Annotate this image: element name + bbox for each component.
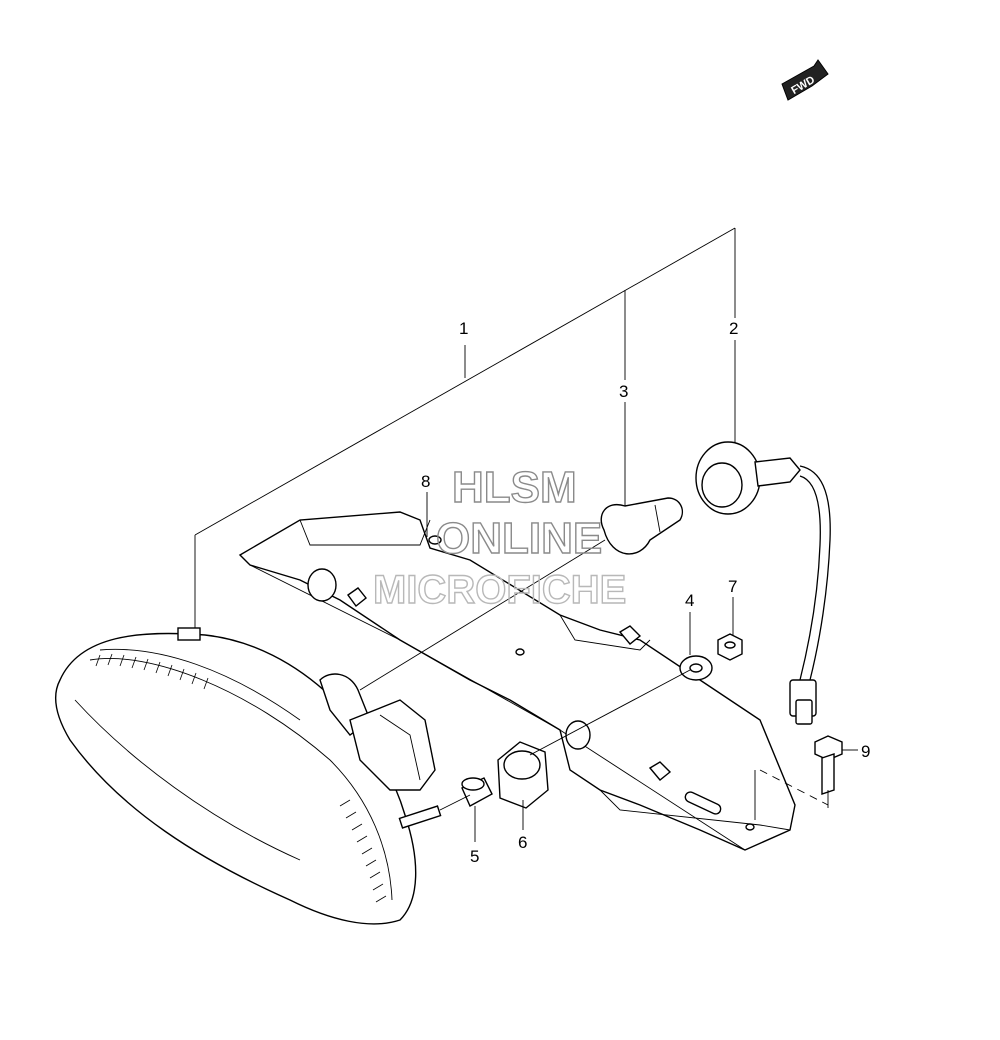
fwd-arrow-icon: FWD <box>781 59 829 101</box>
bolt <box>814 735 843 795</box>
taillight-assembly <box>55 627 442 925</box>
callout-7: 7 <box>728 577 737 596</box>
watermark-line2: ONLINE <box>436 514 602 563</box>
nut <box>717 633 743 661</box>
bulb <box>600 497 684 555</box>
watermark-line1: HLSM <box>452 463 577 512</box>
washer <box>679 655 713 681</box>
callout-1: 1 <box>459 319 468 338</box>
callout-6: 6 <box>518 833 527 852</box>
callout-3: 3 <box>619 382 628 401</box>
callout-9: 9 <box>861 742 870 761</box>
assembly-guide-lines <box>359 539 829 820</box>
lens-ridges <box>95 653 387 903</box>
callout-2: 2 <box>729 319 738 338</box>
mounting-bracket <box>238 511 796 851</box>
callout-8: 8 <box>421 472 430 491</box>
watermark: HLSM ONLINE MICROFICHE <box>372 462 627 612</box>
assembly-leader-lines <box>194 227 736 640</box>
watermark-line3: MICROFICHE <box>373 568 626 612</box>
spacer <box>461 777 493 807</box>
bulb-socket-harness <box>695 441 831 725</box>
callout-leaders <box>426 492 858 842</box>
cushion <box>497 741 549 809</box>
callout-5: 5 <box>470 847 479 866</box>
callout-4: 4 <box>685 591 694 610</box>
